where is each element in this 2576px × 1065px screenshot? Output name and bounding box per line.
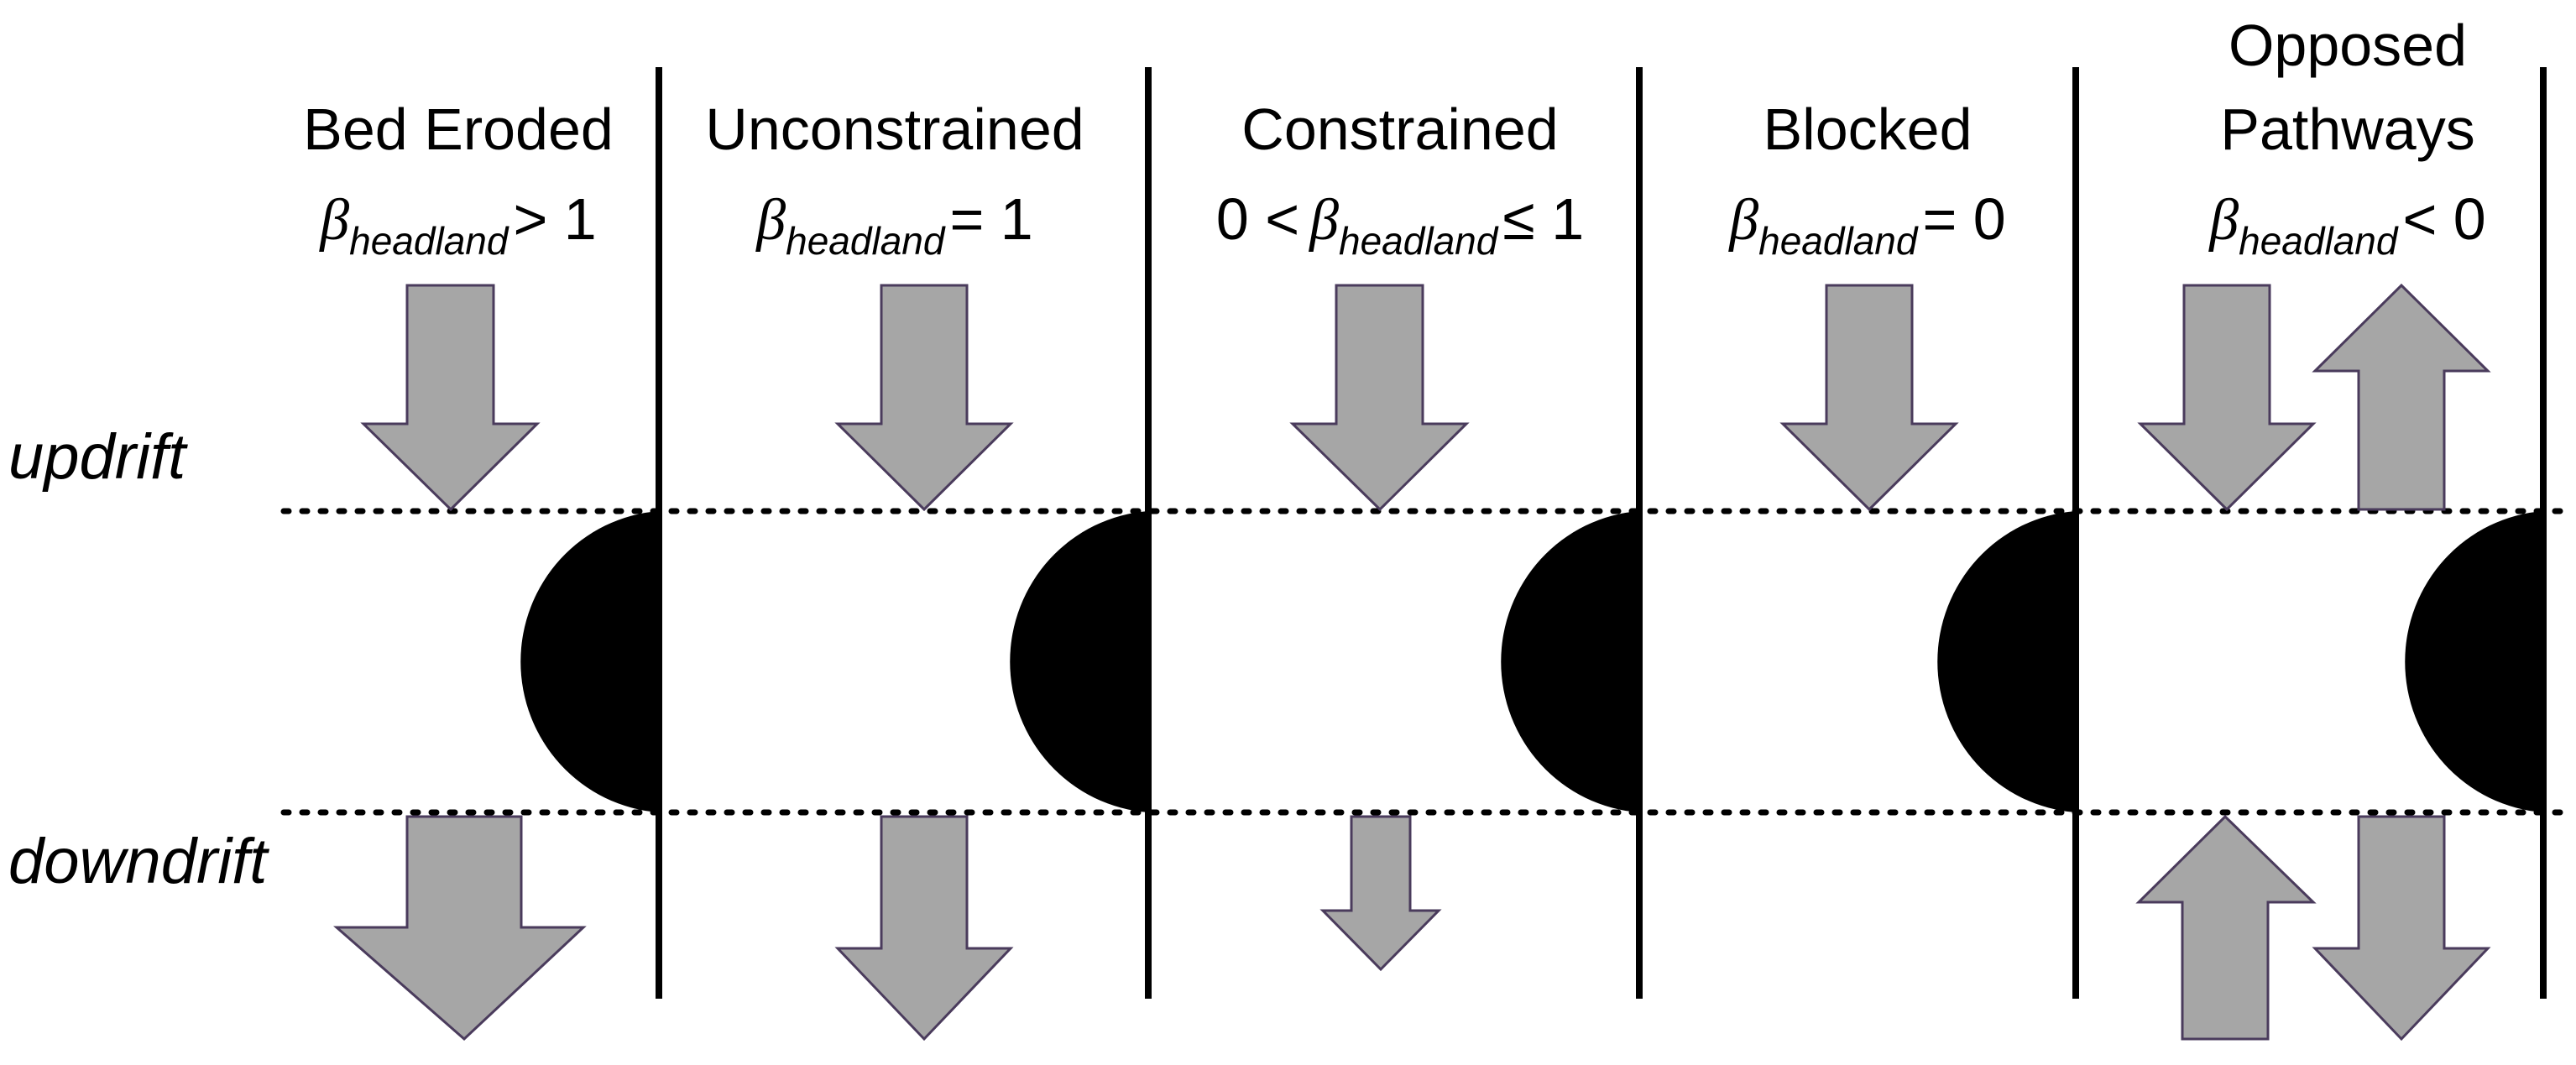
- panel-condition: βheadland< 0: [2208, 186, 2485, 263]
- panel-title: Blocked: [1763, 97, 1972, 162]
- headland-shape: [1937, 511, 2076, 812]
- updrift-transport-arrow-down: [360, 284, 541, 512]
- downdrift-transport-arrow-up: [2135, 814, 2317, 1041]
- panel-title: Bed Eroded: [303, 97, 614, 162]
- updrift-transport-arrow-down: [834, 284, 1014, 512]
- downdrift-transport-arrow-down-small: [1319, 815, 1442, 972]
- panel-condition: 0 <βheadland≤ 1: [1216, 186, 1584, 263]
- panel-constrained: Constrained 0 <βheadland≤ 1: [1216, 97, 1584, 972]
- updrift-transport-arrow-down: [1289, 284, 1470, 512]
- panel-title: Unconstrained: [705, 97, 1084, 162]
- downdrift-transport-arrow-down: [333, 815, 587, 1042]
- panel-condition: βheadland> 1: [318, 186, 596, 263]
- downdrift-transport-arrow-down: [834, 815, 1014, 1042]
- headland-shape: [1501, 511, 1639, 812]
- downdrift-transport-arrow-down: [2312, 815, 2491, 1042]
- headland-shape: [520, 511, 659, 812]
- panel-blocked: Blocked βheadland= 0: [1727, 97, 2006, 512]
- downdrift-label: downdrift: [8, 826, 269, 897]
- updrift-label: updrift: [8, 421, 188, 493]
- updrift-transport-arrow-down: [1779, 284, 1959, 512]
- panel-bed-eroded: Bed Eroded βheadland> 1: [303, 97, 614, 1042]
- panel-condition: βheadland= 1: [755, 186, 1032, 263]
- panel-condition: βheadland= 0: [1727, 186, 2005, 263]
- panel-opposed-pathways: Opposed Pathways βheadland< 0: [2135, 13, 2491, 1042]
- panel-title: Constrained: [1241, 97, 1558, 162]
- panel-unconstrained: Unconstrained βheadland= 1: [705, 97, 1084, 1042]
- updrift-transport-arrow-down: [2137, 284, 2317, 512]
- panel-title: Pathways: [2220, 97, 2474, 162]
- panel-title: Opposed: [2229, 13, 2467, 78]
- headland-shape: [2405, 511, 2543, 812]
- updrift-transport-arrow-up: [2312, 283, 2491, 511]
- headland-shape: [1010, 511, 1148, 812]
